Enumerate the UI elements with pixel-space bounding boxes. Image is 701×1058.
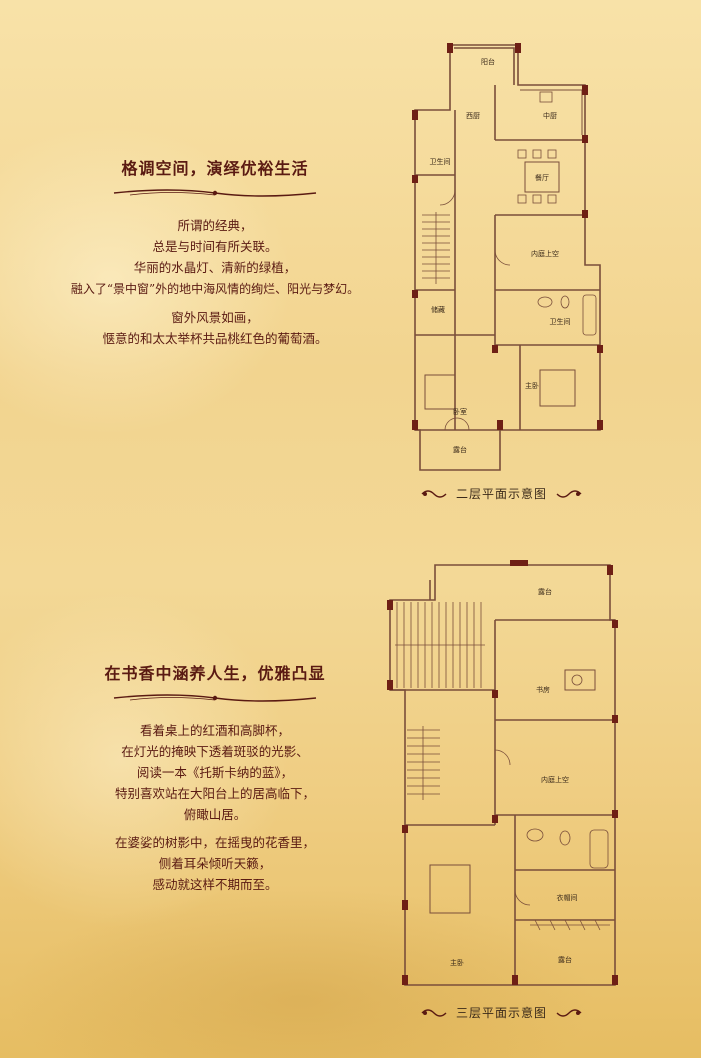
room-label-master-bedroom: 主卧 — [525, 381, 539, 390]
text-line: 在婆娑的树影中，在摇曳的花香里， — [114, 835, 315, 850]
room-label-terrace-bottom: 露台 — [558, 955, 572, 964]
section-2-title: 在书香中涵养人生，优雅凸显 — [104, 664, 326, 683]
text-line: 特别喜欢站在大阳台上的居高临下， — [114, 786, 315, 801]
section-2-text: 在书香中涵养人生，优雅凸显 看着桌上的红酒和高脚杯， 在灯光的掩映下透着斑驳的光… — [60, 660, 370, 902]
text-line: 侧着耳朵倾听天籁， — [158, 856, 272, 871]
swirl-icon — [421, 489, 447, 498]
ornament-divider — [113, 189, 317, 197]
text-line: 感动就这样不期而至。 — [152, 877, 278, 892]
section-1-text: 格调空间，演绎优裕生活 所谓的经典， 总是与时间有所关联。 华丽的水晶灯、清新的… — [60, 155, 370, 356]
room-label-closet: 衣帽间 — [557, 893, 578, 902]
second-floor-caption: 二层平面示意图 — [420, 485, 583, 502]
second-floor-caption-text: 二层平面示意图 — [456, 487, 548, 501]
text-line: 窗外风景如画， — [171, 310, 259, 325]
text-line: 华丽的水晶灯、清新的绿植， — [133, 260, 297, 275]
room-label-bedroom: 卧室 — [453, 407, 467, 416]
swirl-icon — [556, 489, 582, 498]
room-label-study: 书房 — [536, 685, 550, 694]
swirl-icon — [556, 1008, 582, 1017]
third-floor-caption-text: 三层平面示意图 — [456, 1006, 548, 1020]
third-floor-caption: 三层平面示意图 — [420, 1004, 583, 1021]
section-2-paragraph-2: 在婆娑的树影中，在摇曳的花香里， 侧着耳朵倾听天籁， 感动就这样不期而至。 — [60, 832, 370, 895]
second-floor-plan: 阳台 西厨 中厨 卫生间 餐厅 内庭上空 储藏 卫生间 主卧 卧室 露台 — [412, 43, 603, 471]
room-label-storage: 储藏 — [431, 305, 445, 314]
section-1-title: 格调空间，演绎优裕生活 — [121, 159, 309, 178]
room-label-master-bedroom: 主卧 — [450, 958, 464, 967]
text-line: 俯瞰山居。 — [183, 807, 247, 822]
text-line: 在灯光的掩映下透着斑驳的光影、 — [121, 744, 309, 759]
section-1-paragraph-2: 窗外风景如画， 惬意的和太太举杯共品桃红色的葡萄酒。 — [60, 307, 370, 349]
room-label-bathroom-2: 卫生间 — [550, 317, 571, 326]
text-line: 惬意的和太太举杯共品桃红色的葡萄酒。 — [102, 331, 328, 346]
swirl-icon — [421, 1008, 447, 1017]
room-label-balcony: 阳台 — [481, 57, 495, 66]
room-label-terrace: 露台 — [453, 445, 467, 454]
ornament-divider — [113, 694, 317, 702]
text-line: 融入了“景中窗”外的地中海风情的绚烂、阳光与梦幻。 — [70, 282, 360, 296]
room-label-chinese-kitchen: 中厨 — [543, 111, 557, 120]
text-line: 阅读一本《托斯卡纳的蓝》， — [136, 765, 294, 780]
text-line: 所谓的经典， — [177, 218, 253, 233]
section-2-paragraph-1: 看着桌上的红酒和高脚杯， 在灯光的掩映下透着斑驳的光影、 阅读一本《托斯卡纳的蓝… — [60, 720, 370, 825]
text-line: 总是与时间有所关联。 — [152, 239, 278, 254]
room-label-dining: 餐厅 — [535, 173, 549, 182]
section-1-paragraph-1: 所谓的经典， 总是与时间有所关联。 华丽的水晶灯、清新的绿植， 融入了“景中窗”… — [60, 215, 370, 300]
room-label-western-kitchen: 西厨 — [466, 112, 480, 120]
room-label-bathroom-1: 卫生间 — [430, 157, 451, 166]
third-floor-plan: 露台 书房 内庭上空 衣帽间 主卧 露台 — [387, 560, 618, 986]
room-label-courtyard-void: 内庭上空 — [541, 775, 569, 784]
text-line: 看着桌上的红酒和高脚杯， — [139, 723, 290, 738]
room-label-courtyard-void: 内庭上空 — [531, 249, 559, 258]
room-label-terrace-top: 露台 — [538, 587, 552, 596]
